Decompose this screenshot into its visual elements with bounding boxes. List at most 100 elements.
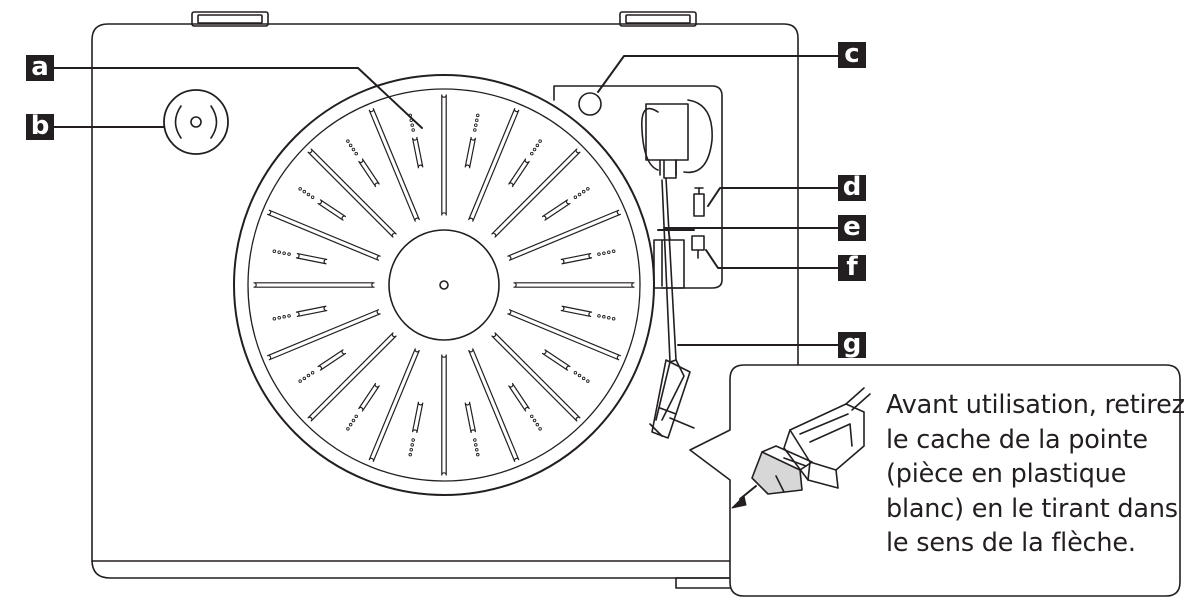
note-line: le cache de la pointe <box>886 424 1148 455</box>
platter-short-rib <box>560 305 593 318</box>
strobe-dot <box>310 195 315 199</box>
arm-lift-mechanism <box>653 239 685 289</box>
headshell <box>649 359 695 439</box>
strobe-dot <box>302 376 307 381</box>
strobe-dot <box>306 373 311 378</box>
strobe-dot <box>298 187 302 191</box>
arrow-pull-left-icon <box>731 495 747 509</box>
strobe-dot <box>348 422 353 427</box>
platter-rib <box>368 348 420 462</box>
hinge-right <box>619 11 697 27</box>
note-callout-box <box>689 364 1181 597</box>
arm-clip <box>691 235 705 259</box>
platter-short-rib <box>358 382 380 412</box>
platter-rib <box>507 209 621 261</box>
platter-rib <box>368 108 420 222</box>
leader-d <box>707 187 839 207</box>
callout-label-g: g <box>838 331 866 358</box>
platter-outer-edge <box>233 74 655 496</box>
strobe-dot <box>302 189 307 194</box>
anti-skating-dial <box>693 187 705 217</box>
hinge-left <box>191 11 269 27</box>
note-line: (pièce en plastique <box>886 459 1127 489</box>
callout-label-b: b <box>26 113 54 140</box>
note-text: Avant utilisation, retirez le cache de l… <box>886 388 1185 561</box>
cartridge-icon <box>739 387 871 500</box>
strobe-dot <box>532 147 537 152</box>
strobe-dot <box>577 192 582 197</box>
strobe-dot <box>611 249 616 253</box>
tonearm <box>655 159 685 421</box>
strobe-dot <box>607 250 611 254</box>
platter-short-rib <box>411 136 424 169</box>
strobe-dot <box>306 192 311 197</box>
platter-short-rib <box>541 349 571 371</box>
leader-c <box>597 55 839 93</box>
platter-rib <box>267 209 381 261</box>
strobe-dot <box>597 314 601 318</box>
strobe-dot <box>354 151 358 156</box>
platter-inner-rim <box>247 88 641 482</box>
strobe-dot <box>351 147 356 152</box>
strobe-dot <box>607 316 611 320</box>
callout-label-f: f <box>838 254 866 281</box>
platter-rib <box>491 332 581 422</box>
strobe-dot <box>354 414 358 419</box>
platter-rib <box>307 148 397 238</box>
strobe-dot <box>310 371 315 375</box>
platter-short-rib <box>358 158 380 188</box>
platter-rib <box>441 354 447 476</box>
note-line: le sens de la flèche. <box>886 528 1136 558</box>
strobe-dot <box>410 123 414 127</box>
strobe-dot <box>473 128 477 132</box>
platter-rib <box>507 309 621 361</box>
strobe-dot <box>611 317 616 321</box>
strobe-dot <box>272 249 277 253</box>
platter-short-rib <box>508 382 530 412</box>
strobe-dot <box>282 251 286 255</box>
strobe-dot <box>277 250 281 254</box>
adapter-icon <box>163 89 229 155</box>
platter-short-rib <box>560 252 593 265</box>
strobe-dot <box>602 251 606 255</box>
strobe-dot <box>287 314 291 318</box>
leader-a <box>53 67 423 129</box>
strobe-dot <box>474 123 478 127</box>
strobe-dot <box>538 427 542 431</box>
counterweight <box>641 99 713 176</box>
platter-short-rib <box>295 305 328 318</box>
platter-short-rib <box>295 252 328 265</box>
plinth-foot <box>675 577 737 589</box>
strobe-dot <box>535 143 540 148</box>
platter-short-rib <box>508 158 530 188</box>
tonearm-base-plate <box>553 85 723 289</box>
platter-short-rib <box>317 349 347 371</box>
leader-lines <box>53 55 839 346</box>
platter-label-area <box>388 229 500 341</box>
control-knob <box>578 92 602 116</box>
strobe-dot <box>581 376 586 381</box>
note-line: Avant utilisation, retirez <box>886 390 1185 420</box>
platter-short-rib <box>464 136 477 169</box>
strobe-dot <box>282 315 286 319</box>
platter-spindle <box>439 280 449 290</box>
callout-label-a: a <box>26 54 54 81</box>
strobe-dot <box>581 189 586 194</box>
strobe-dot <box>409 448 413 452</box>
strobe-dot <box>298 379 302 383</box>
strobe-dot <box>586 187 590 191</box>
platter-rib <box>441 94 447 216</box>
strobe-dot <box>408 452 412 457</box>
strobe-dot <box>530 151 534 156</box>
platter-rib <box>307 332 397 422</box>
platter <box>233 74 655 496</box>
strobe-dot <box>351 418 356 423</box>
strobe-dot <box>573 195 578 199</box>
strobe-dot <box>532 418 537 423</box>
strobe-dot <box>586 379 590 383</box>
platter-short-rib <box>541 199 571 221</box>
strobe-dot <box>474 443 478 447</box>
callout-label-e: e <box>838 214 866 241</box>
